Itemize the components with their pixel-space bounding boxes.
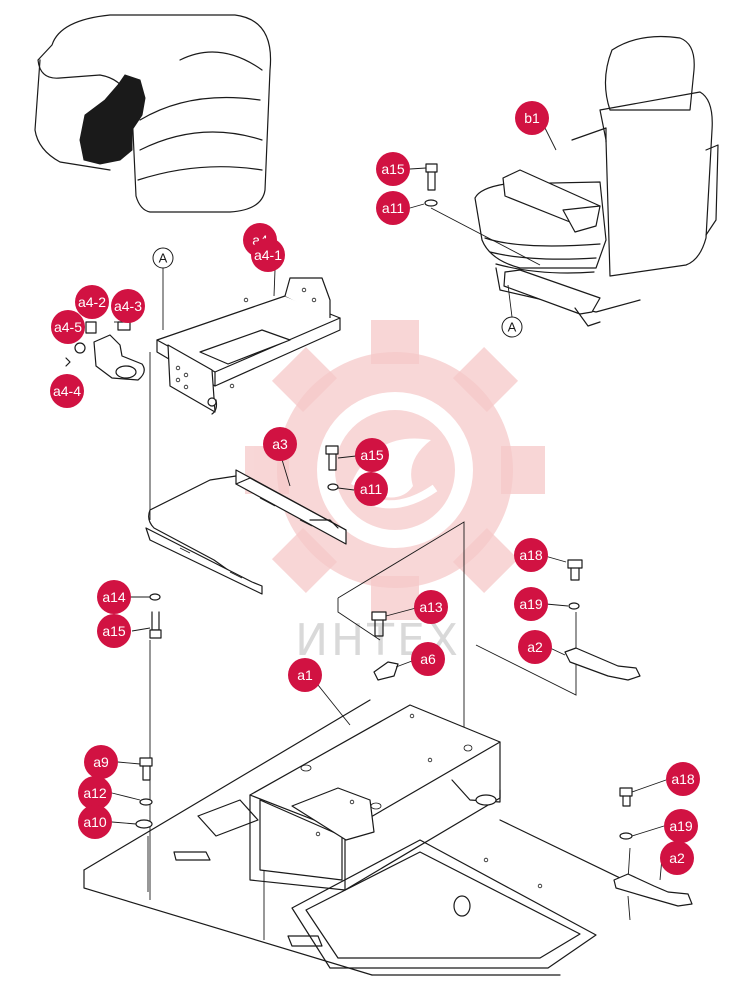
callout-a4-3: a4-3 — [111, 289, 145, 323]
callout-a11-top: a11 — [376, 191, 410, 225]
svg-text:a4-1: a4-1 — [254, 247, 282, 263]
callout-b1: b1 — [515, 101, 549, 135]
callout-a2-top: a2 — [518, 630, 552, 664]
bolt-a15-mid — [325, 445, 339, 471]
svg-text:a2: a2 — [669, 850, 685, 866]
callout-a2-bot: a2 — [660, 841, 694, 875]
svg-text:a4-4: a4-4 — [53, 383, 81, 399]
svg-text:A: A — [159, 251, 168, 266]
svg-text:a4-3: a4-3 — [114, 298, 142, 314]
svg-text:a11: a11 — [360, 481, 383, 497]
washer-a19-top — [568, 602, 580, 610]
callout-a1: a1 — [288, 658, 322, 692]
callout-a15-top: a15 — [376, 152, 410, 186]
svg-text:a15: a15 — [381, 161, 405, 177]
svg-text:b1: b1 — [524, 110, 540, 126]
watermark-gear-icon — [245, 320, 545, 620]
base-frame-a1 — [249, 704, 501, 891]
svg-text:a15: a15 — [102, 623, 126, 639]
callout-a18-bot: a18 — [666, 762, 700, 796]
slide-rails-a3 — [145, 469, 347, 595]
seat-mount-plate-a4 — [149, 269, 341, 520]
callout-leaders — [111, 127, 667, 881]
svg-text:a2: a2 — [527, 639, 543, 655]
svg-text:a11: a11 — [382, 200, 405, 216]
callout-a4-4: a4-4 — [50, 374, 84, 408]
svg-text:A: A — [508, 320, 517, 335]
bolt-a18-top — [567, 559, 583, 581]
washer-a10 — [135, 819, 153, 829]
callout-a15-mid: a15 — [355, 438, 389, 472]
bolt-a18-bot — [619, 787, 633, 807]
svg-text:a4-5: a4-5 — [54, 319, 82, 335]
callout-a6: a6 — [411, 642, 445, 676]
callout-a15-low: a15 — [97, 614, 131, 648]
svg-text:a12: a12 — [83, 785, 107, 801]
lever-assembly-a4 — [65, 321, 145, 381]
callout-a18-top: a18 — [514, 538, 548, 572]
svg-text:a18: a18 — [519, 547, 543, 563]
svg-text:a18: a18 — [671, 771, 695, 787]
callout-a10: a10 — [78, 805, 112, 839]
svg-text:a4-2: a4-2 — [78, 294, 106, 310]
svg-text:a14: a14 — [102, 589, 126, 605]
washer-a12 — [139, 798, 153, 806]
svg-text:a9: a9 — [93, 754, 109, 770]
callout-a4-2: a4-2 — [75, 285, 109, 319]
svg-text:a1: a1 — [297, 667, 313, 683]
callout-a13: a13 — [414, 590, 448, 624]
callout-a19-top: a19 — [514, 587, 548, 621]
bracket-a2-bot — [613, 873, 693, 907]
floor-plate — [83, 699, 677, 976]
operator-seat — [474, 35, 719, 327]
svg-text:a13: a13 — [419, 599, 443, 615]
callout-a19-bot: a19 — [664, 809, 698, 843]
callout-a4-5: a4-5 — [51, 310, 85, 344]
svg-text:a6: a6 — [420, 651, 436, 667]
svg-text:a15: a15 — [360, 447, 384, 463]
callouts: b1 a15 a11 a4 a4-1 a4-2 a4-3 a4-5 a4-4 a… — [50, 101, 700, 875]
svg-text:a10: a10 — [83, 814, 107, 830]
svg-text:a19: a19 — [519, 596, 543, 612]
washer-a19-bot — [619, 832, 633, 840]
svg-text:a19: a19 — [669, 818, 693, 834]
ref-mark-a-upper: A — [152, 247, 174, 330]
svg-text:a3: a3 — [272, 436, 288, 452]
bolt-a15-top — [424, 163, 541, 266]
ref-mark-a-seat: A — [501, 284, 523, 338]
bolt-a15-low — [149, 611, 162, 639]
bracket-a2-top — [564, 647, 641, 681]
callout-a3: a3 — [263, 427, 297, 461]
washer-a14 — [149, 593, 161, 601]
washer-a11-mid — [327, 483, 339, 491]
bolt-a13 — [371, 611, 387, 637]
bracket-a6 — [373, 661, 399, 681]
callout-a14: a14 — [97, 580, 131, 614]
callout-a11-mid: a11 — [354, 472, 388, 506]
cab-overview — [34, 14, 272, 213]
callout-a9: a9 — [84, 745, 118, 779]
bolt-a9 — [139, 757, 153, 781]
callout-a12: a12 — [78, 776, 112, 810]
watermark: ИНТЕХ — [245, 320, 545, 666]
callout-a4-1: a4-1 — [251, 238, 285, 272]
